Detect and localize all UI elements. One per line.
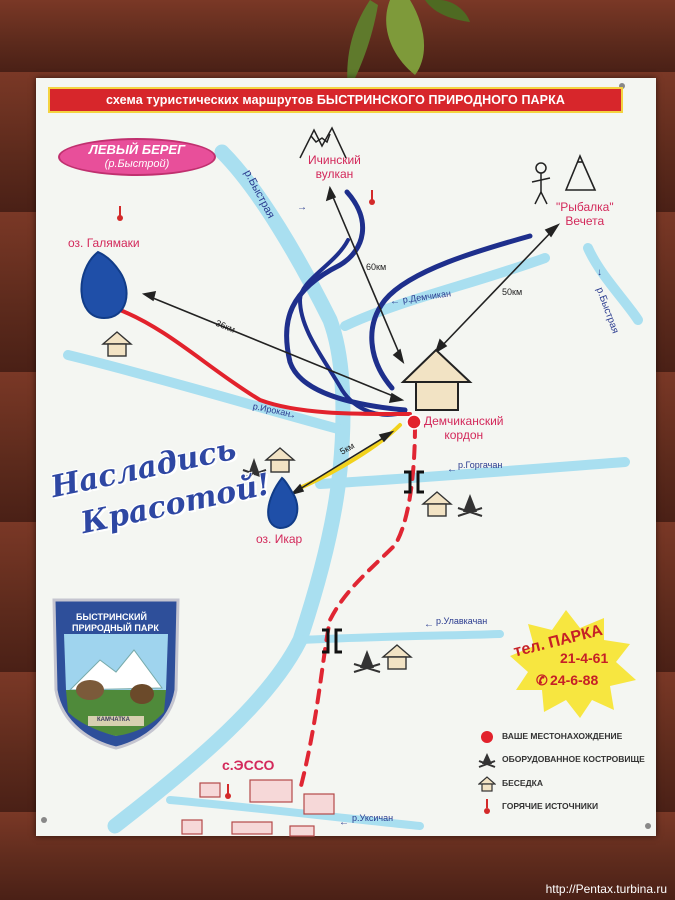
- place-lake-ikar: оз. Икар: [256, 532, 303, 546]
- emblem-line-1: БЫСТРИНСКИЙ: [76, 612, 147, 622]
- svg-text:←: ←: [339, 817, 349, 828]
- river-uksichan: [166, 796, 424, 830]
- emblem-line-2: ПРИРОДНЫЙ ПАРК: [72, 623, 159, 633]
- screw: [41, 817, 47, 823]
- place-lake-galyamaki: оз. Галямаки: [68, 236, 140, 250]
- wall-plank: [0, 0, 675, 72]
- svg-text:←: ←: [390, 296, 400, 307]
- gazebo-icon: [101, 331, 133, 357]
- river-gorgachan: [315, 457, 630, 489]
- campfire-icon: [478, 753, 496, 768]
- left-bank-badge: ЛЕВЫЙ БЕРЕГ (р.Быстрой): [58, 138, 216, 176]
- place-volcano: Ичинский вулкан: [308, 153, 361, 181]
- gazebo-icon: [264, 447, 296, 473]
- river-bystraya-right: [583, 243, 643, 325]
- mountain-icon: [299, 126, 347, 159]
- place-cordon: Демчиканский кордон: [424, 414, 504, 442]
- park-emblem: [52, 598, 180, 750]
- gazebo-icon: [421, 491, 453, 517]
- village-buildings: [181, 779, 335, 837]
- place-esso: с.ЭССО: [222, 757, 275, 773]
- campfire-icon: [242, 458, 267, 479]
- location-dot-icon: [481, 731, 493, 743]
- left-bank-title: ЛЕВЫЙ БЕРЕГ: [88, 142, 186, 157]
- river-irokan: [63, 350, 347, 435]
- bridge-icon: [322, 628, 342, 654]
- hot-spring-icon: [225, 784, 231, 799]
- hot-spring-icon: [369, 190, 375, 205]
- phone-icon: ✆: [536, 672, 548, 688]
- phone-starburst: [510, 610, 636, 718]
- svg-text:←: ←: [447, 464, 457, 475]
- route-red-galyamaki: [118, 308, 412, 417]
- river-label-gorgachan: р.Горгачан: [458, 460, 503, 470]
- legend-label: ГОРЯЧИЕ ИСТОЧНИКИ: [502, 801, 599, 811]
- svg-text:←: ←: [424, 619, 434, 630]
- hot-spring-icon: [117, 206, 123, 221]
- svg-text:↓: ↓: [597, 267, 602, 278]
- map-title-banner: схема туристических маршрутов БЫСТРИНСКО…: [48, 87, 623, 113]
- legend-label: ОБОРУДОВАННОЕ КОСТРОВИЩЕ: [502, 754, 645, 764]
- phone-number-2: 24-6-88: [550, 672, 599, 688]
- river-label-ulavkachan: р.Улавкачан: [436, 616, 488, 626]
- legend-label: БЕСЕДКА: [502, 778, 543, 788]
- hot-spring-icon: [484, 799, 490, 814]
- campfire-icon: [457, 494, 483, 517]
- left-bank-subtitle: (р.Быстрой): [104, 158, 170, 170]
- emblem-ribbon: КАМЧАТКА: [97, 717, 130, 723]
- phone-number-1: 21-4-61: [560, 650, 609, 666]
- plant-leaves: [347, 0, 470, 92]
- river-ulavkachan: [296, 630, 504, 644]
- route-blue-fishing: [369, 233, 533, 391]
- river-label-uksichan: р.Уксичан: [352, 813, 394, 823]
- photo-credit: http://Pentax.turbina.ru: [545, 882, 667, 896]
- trail-dashed-esso: [298, 423, 417, 792]
- route-blue-volcano-return: [297, 238, 407, 417]
- svg-text:→: →: [286, 410, 296, 421]
- campfire-icon: [353, 650, 381, 673]
- distance-volcano: 60км: [366, 262, 387, 272]
- cordon-house-icon: [400, 348, 473, 411]
- lake-ikar: [267, 476, 299, 530]
- legend-label: ВАШЕ МЕСТОНАХОЖДЕНИЕ: [502, 731, 623, 741]
- route-blue-volcano: [284, 189, 408, 413]
- lake-galyamaki: [80, 250, 128, 320]
- distance-arrows: [141, 185, 561, 496]
- screw: [645, 823, 651, 829]
- river-bystraya: [107, 144, 351, 834]
- gazebo-icon: [381, 644, 413, 670]
- location-dot-icon: [406, 414, 422, 430]
- river-flow-arrows: → ← → ← ← ← ↓: [286, 202, 602, 828]
- bridge-icon: [404, 470, 424, 494]
- gazebo-icon: [478, 776, 496, 792]
- place-fishing: "Рыбалка" Вечета: [556, 200, 614, 228]
- distance-fishing: 50км: [502, 287, 523, 297]
- tent-icon: [564, 153, 597, 191]
- fisherman-icon: [531, 162, 551, 205]
- routes: [118, 189, 533, 792]
- svg-text:→: →: [297, 202, 307, 213]
